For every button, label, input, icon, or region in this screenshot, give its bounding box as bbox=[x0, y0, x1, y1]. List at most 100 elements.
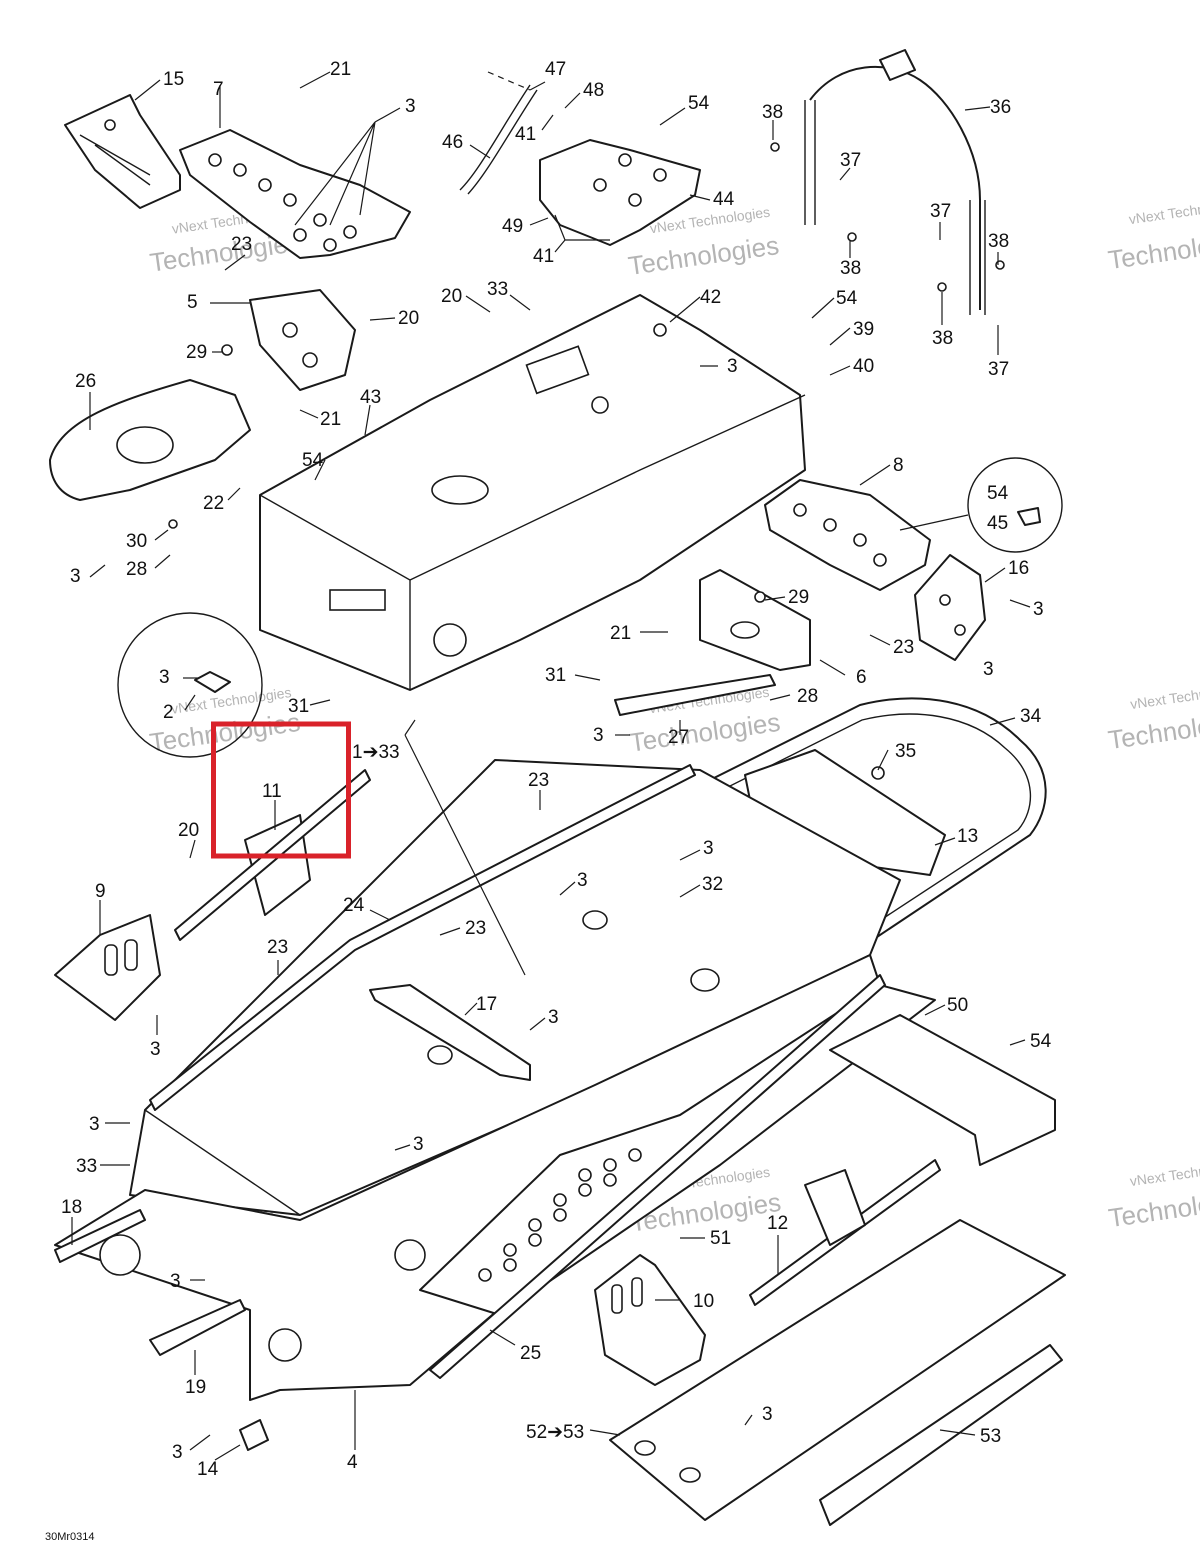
part-8-skid bbox=[764, 479, 931, 591]
callout: 1➔33 bbox=[352, 742, 400, 763]
callout: 21 bbox=[610, 623, 631, 644]
part-46-cable bbox=[459, 71, 538, 195]
callout: 8 bbox=[893, 455, 904, 476]
watermark-line1: vNext Technologies bbox=[1128, 194, 1200, 227]
callout: 3 bbox=[703, 838, 714, 859]
callout: 3 bbox=[172, 1442, 183, 1463]
callout: 3 bbox=[762, 1404, 773, 1425]
callout: 30 bbox=[126, 531, 147, 552]
callout: 16 bbox=[1008, 558, 1029, 579]
part-17-bar bbox=[369, 984, 531, 1081]
callout: 12 bbox=[767, 1213, 788, 1234]
fastener-group bbox=[168, 142, 1005, 780]
callout: 14 bbox=[197, 1459, 219, 1480]
callout: 37 bbox=[988, 359, 1009, 380]
callout: 15 bbox=[163, 69, 184, 90]
callout: 3 bbox=[593, 725, 604, 746]
callout: 20 bbox=[178, 820, 199, 841]
callout: 28 bbox=[797, 686, 818, 707]
callout: 41 bbox=[515, 124, 536, 145]
callout: 48 bbox=[583, 80, 604, 101]
callout: 22 bbox=[203, 493, 224, 514]
watermark-line2: Technologies bbox=[1106, 704, 1200, 755]
callout: 51 bbox=[710, 1228, 731, 1249]
callout: 45 bbox=[987, 513, 1008, 534]
callout-labels: 15 21 3 7 47 48 54 46 41 44 49 41 36 38 … bbox=[61, 59, 1052, 1480]
callout: 25 bbox=[520, 1343, 541, 1364]
callout: 7 bbox=[213, 79, 224, 100]
callout: 23 bbox=[231, 234, 252, 255]
callout: 24 bbox=[343, 895, 365, 916]
callout: 40 bbox=[853, 356, 874, 377]
callout: 52➔53 bbox=[526, 1422, 584, 1443]
callout: 26 bbox=[75, 371, 96, 392]
callout: 3 bbox=[548, 1007, 559, 1028]
callout: 37 bbox=[930, 201, 951, 222]
part-18-angle bbox=[54, 1209, 146, 1263]
leader-lines bbox=[71, 71, 1031, 1461]
part-27-bar bbox=[614, 674, 776, 716]
callout: 50 bbox=[947, 995, 968, 1016]
callout: 54 bbox=[1030, 1031, 1052, 1052]
callout: 3 bbox=[727, 356, 738, 377]
figure-code: 30Mr0314 bbox=[45, 1531, 95, 1543]
part-50-flap bbox=[829, 1014, 1056, 1166]
callout: 3 bbox=[70, 566, 81, 587]
callout: 47 bbox=[545, 59, 566, 80]
callout: 3 bbox=[150, 1039, 161, 1060]
part-12-bracket bbox=[749, 1159, 941, 1306]
callout: 4 bbox=[347, 1452, 358, 1473]
callout: 54 bbox=[987, 483, 1009, 504]
callout: 54 bbox=[688, 93, 710, 114]
watermark-line1: vNext Technologies bbox=[1129, 679, 1200, 712]
callout: 9 bbox=[95, 881, 106, 902]
watermark-line2: Technologies bbox=[1107, 1182, 1200, 1233]
part-19-angle bbox=[149, 1299, 246, 1356]
callout: 32 bbox=[702, 874, 723, 895]
part-44-housing bbox=[539, 139, 701, 246]
callout: 23 bbox=[465, 918, 486, 939]
callout: 3 bbox=[413, 1134, 424, 1155]
callout: 23 bbox=[267, 937, 288, 958]
callout: 38 bbox=[988, 231, 1009, 252]
callout: 33 bbox=[76, 1156, 97, 1177]
callout: 3 bbox=[170, 1271, 181, 1292]
part-24-rail bbox=[149, 764, 696, 1111]
callout: 34 bbox=[1020, 706, 1042, 727]
callout: 43 bbox=[360, 387, 381, 408]
callout: 3 bbox=[159, 667, 170, 688]
callout: 5 bbox=[187, 292, 198, 313]
part-6-bracket bbox=[699, 569, 811, 671]
part-10-bracket bbox=[594, 1254, 706, 1386]
callout: 36 bbox=[990, 97, 1011, 118]
callout: 54 bbox=[302, 450, 324, 471]
callout: 29 bbox=[186, 342, 207, 363]
callout: 10 bbox=[693, 1291, 714, 1312]
callout: 17 bbox=[476, 994, 497, 1015]
part-52-flap bbox=[609, 1219, 1066, 1521]
detail-circle-left bbox=[117, 612, 263, 758]
callout: 49 bbox=[502, 216, 523, 237]
callout: 31 bbox=[545, 665, 566, 686]
callout: 54 bbox=[836, 288, 858, 309]
callout: 38 bbox=[840, 258, 861, 279]
callout: 42 bbox=[700, 287, 721, 308]
watermark-line2: Technologies bbox=[1106, 224, 1200, 275]
part-15-bracket bbox=[64, 94, 181, 209]
callout: 11 bbox=[262, 781, 282, 802]
callout: 41 bbox=[533, 246, 554, 267]
callout: 20 bbox=[398, 308, 419, 329]
part-34-rear-bumper bbox=[629, 697, 1047, 976]
callout: 23 bbox=[528, 770, 549, 791]
part-53-strip bbox=[819, 1344, 1063, 1526]
part-14-tab bbox=[239, 1419, 269, 1451]
main-chassis bbox=[259, 294, 806, 691]
part-7-skid-plate bbox=[179, 129, 411, 259]
part-26-guard bbox=[49, 379, 251, 501]
callout: 13 bbox=[957, 826, 978, 847]
callout: 3 bbox=[405, 96, 416, 117]
callout: 33 bbox=[487, 279, 508, 300]
callout: 3 bbox=[983, 659, 994, 680]
part-36-handle bbox=[804, 49, 986, 315]
